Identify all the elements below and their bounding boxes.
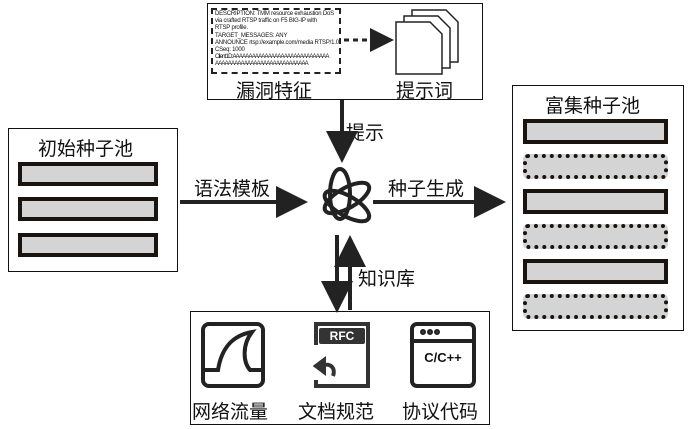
protocol-code-label: 协议代码	[402, 401, 479, 423]
grammar-template-label: 语法模板	[194, 178, 271, 200]
network-traffic-label: 网络流量	[192, 401, 269, 423]
code-line: via crafted RTSP traffic on F5 BIG-IP wi…	[215, 18, 317, 25]
documents-icon	[395, 9, 459, 75]
prompt-word-label: 提示词	[396, 80, 454, 102]
doc-spec-label: 文档规范	[298, 401, 375, 423]
cpp-badge: C/C++	[424, 350, 462, 365]
code-window-icon	[410, 322, 476, 388]
wireshark-fin-icon	[201, 322, 265, 388]
initial-seed-pool-title: 初始种子池	[38, 138, 134, 160]
code-line: TARGET_MESSAGES: ANY	[215, 32, 288, 39]
seed-bar	[523, 119, 668, 144]
seed-bar	[18, 233, 158, 257]
seed-generation-label: 种子生成	[388, 178, 465, 200]
rfc-badge: RFC	[319, 328, 365, 344]
enriched-seed-pool-title: 富集种子池	[545, 95, 641, 117]
openai-logo-icon	[322, 167, 372, 224]
vuln-feature-label: 漏洞特征	[236, 80, 313, 102]
code-line: Client1D:AAAAAAAAAAAAAAAAAAAAAAAAAAAAAA	[215, 54, 329, 61]
code-line: ANNOUNCE rtsp://example.com/media RTSP/1…	[215, 39, 339, 46]
seed-bar	[18, 162, 158, 186]
knowledge-base-label: 知识库	[358, 268, 416, 290]
seed-bar	[523, 189, 668, 214]
code-line: CSeq: 1000	[215, 47, 245, 54]
code-line: DESCRIPTION: TMM resource exhaustion DoS	[215, 11, 334, 17]
code-line: RTSP profile.	[215, 25, 248, 32]
code-line: AAAAAAAAAAAAAAAAAAAAAAAAAAAAA	[215, 61, 309, 68]
seed-bar	[523, 259, 668, 284]
seed-bar	[18, 197, 158, 221]
rfc-document-icon	[312, 322, 370, 388]
vulnerability-description: DESCRIPTION: TMM resource exhaustion DoS…	[211, 8, 341, 74]
generated-seed-bar	[523, 294, 668, 319]
generated-seed-bar	[523, 154, 668, 179]
generated-seed-bar	[523, 224, 668, 249]
